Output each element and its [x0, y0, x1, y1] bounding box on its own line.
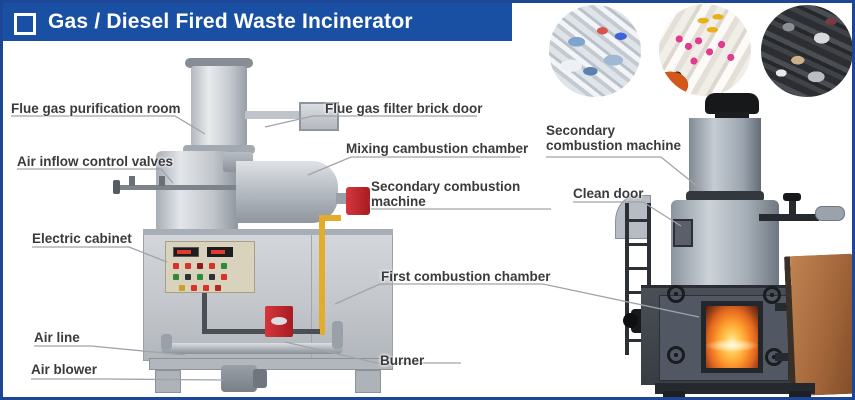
label-clean-door: Clean door — [573, 186, 644, 201]
label-flue-purification-room: Flue gas purification room — [11, 101, 181, 116]
conduit-vertical — [202, 293, 207, 333]
air-line-elbow-left — [161, 334, 172, 350]
chimney-stem — [715, 112, 749, 120]
medical-waste-image — [549, 5, 641, 97]
side-pipe — [759, 214, 819, 221]
side-valve-knob — [783, 193, 801, 201]
body-top-strip — [143, 229, 393, 235]
clean-door-graphic — [673, 219, 693, 247]
cabinet-display-digits-2 — [211, 250, 225, 254]
burner-shaft — [336, 193, 346, 204]
body-seam — [311, 235, 312, 359]
right-machine-foot-right — [789, 391, 811, 397]
chimney-cap — [705, 93, 759, 114]
label-electric-cabinet: Electric cabinet — [32, 231, 132, 246]
label-secondary-combustion-right: Secondary combustion machine — [546, 123, 682, 153]
leader-mixing-chamber — [307, 156, 520, 176]
filter-door-bracket — [245, 111, 301, 119]
cylinder-dark-ring — [686, 191, 764, 202]
pill-waste-image — [659, 4, 751, 96]
open-door-hinge-top — [775, 303, 791, 311]
flame-streak — [705, 339, 759, 352]
flue-stack-cap — [185, 58, 253, 68]
square-outline-icon — [14, 13, 36, 35]
gas-pipe-yellow — [319, 217, 325, 335]
air-blower-graphic — [221, 365, 257, 392]
valve-stem-1 — [129, 176, 135, 186]
valve-stem-2 — [159, 176, 165, 186]
title-banner: Gas / Diesel Fired Waste Incinerator — [3, 3, 512, 41]
cabinet-display-digits-1 — [177, 250, 191, 254]
air-blower-cap — [253, 369, 267, 388]
flue-purification-room-graphic — [191, 66, 247, 147]
ladder-rungs — [625, 219, 651, 222]
label-filter-brick-door: Flue gas filter brick door — [325, 101, 483, 116]
blower-inlet — [623, 313, 638, 328]
door-handwheel-3 — [667, 346, 685, 364]
secondary-combustion-cylinder-upper — [689, 118, 761, 194]
label-first-combustion-chamber: First combustion chamber — [381, 269, 551, 284]
gas-pipe-elbow — [319, 215, 341, 221]
ladder-rail-right — [647, 203, 651, 355]
cabinet-indicator-lights — [173, 263, 179, 269]
machine-foot-left — [155, 370, 181, 393]
side-muffler — [815, 206, 845, 221]
label-burner: Burner — [380, 353, 425, 368]
valve-handle — [113, 180, 120, 194]
label-air-line: Air line — [34, 330, 80, 345]
ladder-rail-left — [625, 203, 629, 355]
open-door-hinge-bottom — [775, 353, 791, 361]
label-mixing-chamber: Mixing cambustion chamber — [346, 141, 529, 156]
machine-base-bar — [149, 358, 393, 370]
machine-foot-right — [355, 370, 381, 393]
label-secondary-combustion-left: Secondary combustion machine — [371, 179, 521, 209]
ladder-guard-plate — [615, 195, 651, 239]
label-air-blower: Air blower — [31, 362, 98, 377]
label-air-inflow-valves: Air inflow control valves — [17, 154, 174, 169]
leader-flue-purification — [11, 115, 206, 135]
door-handwheel-2 — [763, 286, 781, 304]
air-line-elbow-right — [332, 321, 343, 349]
electronic-waste-image — [761, 5, 852, 97]
air-inflow-valve-rod — [117, 185, 241, 190]
mixing-combustion-chamber-graphic — [236, 161, 338, 223]
burner-sight-glass — [271, 317, 287, 325]
side-pipe-riser — [789, 199, 796, 217]
door-handwheel-1 — [667, 285, 685, 303]
leader-air-inflow — [17, 168, 174, 184]
right-machine-base — [655, 383, 815, 394]
conduit-horizontal — [202, 329, 320, 334]
flue-stack-flange — [183, 145, 255, 154]
page-title: Gas / Diesel Fired Waste Incinerator — [48, 10, 413, 33]
right-machine-foot-left — [663, 391, 685, 397]
leader-air-blower — [31, 378, 224, 381]
open-door-inner-face — [783, 253, 852, 397]
air-line-pipe — [161, 343, 343, 354]
secondary-combustion-machine-graphic — [346, 187, 370, 215]
first-combustion-opening-fire — [701, 301, 763, 373]
